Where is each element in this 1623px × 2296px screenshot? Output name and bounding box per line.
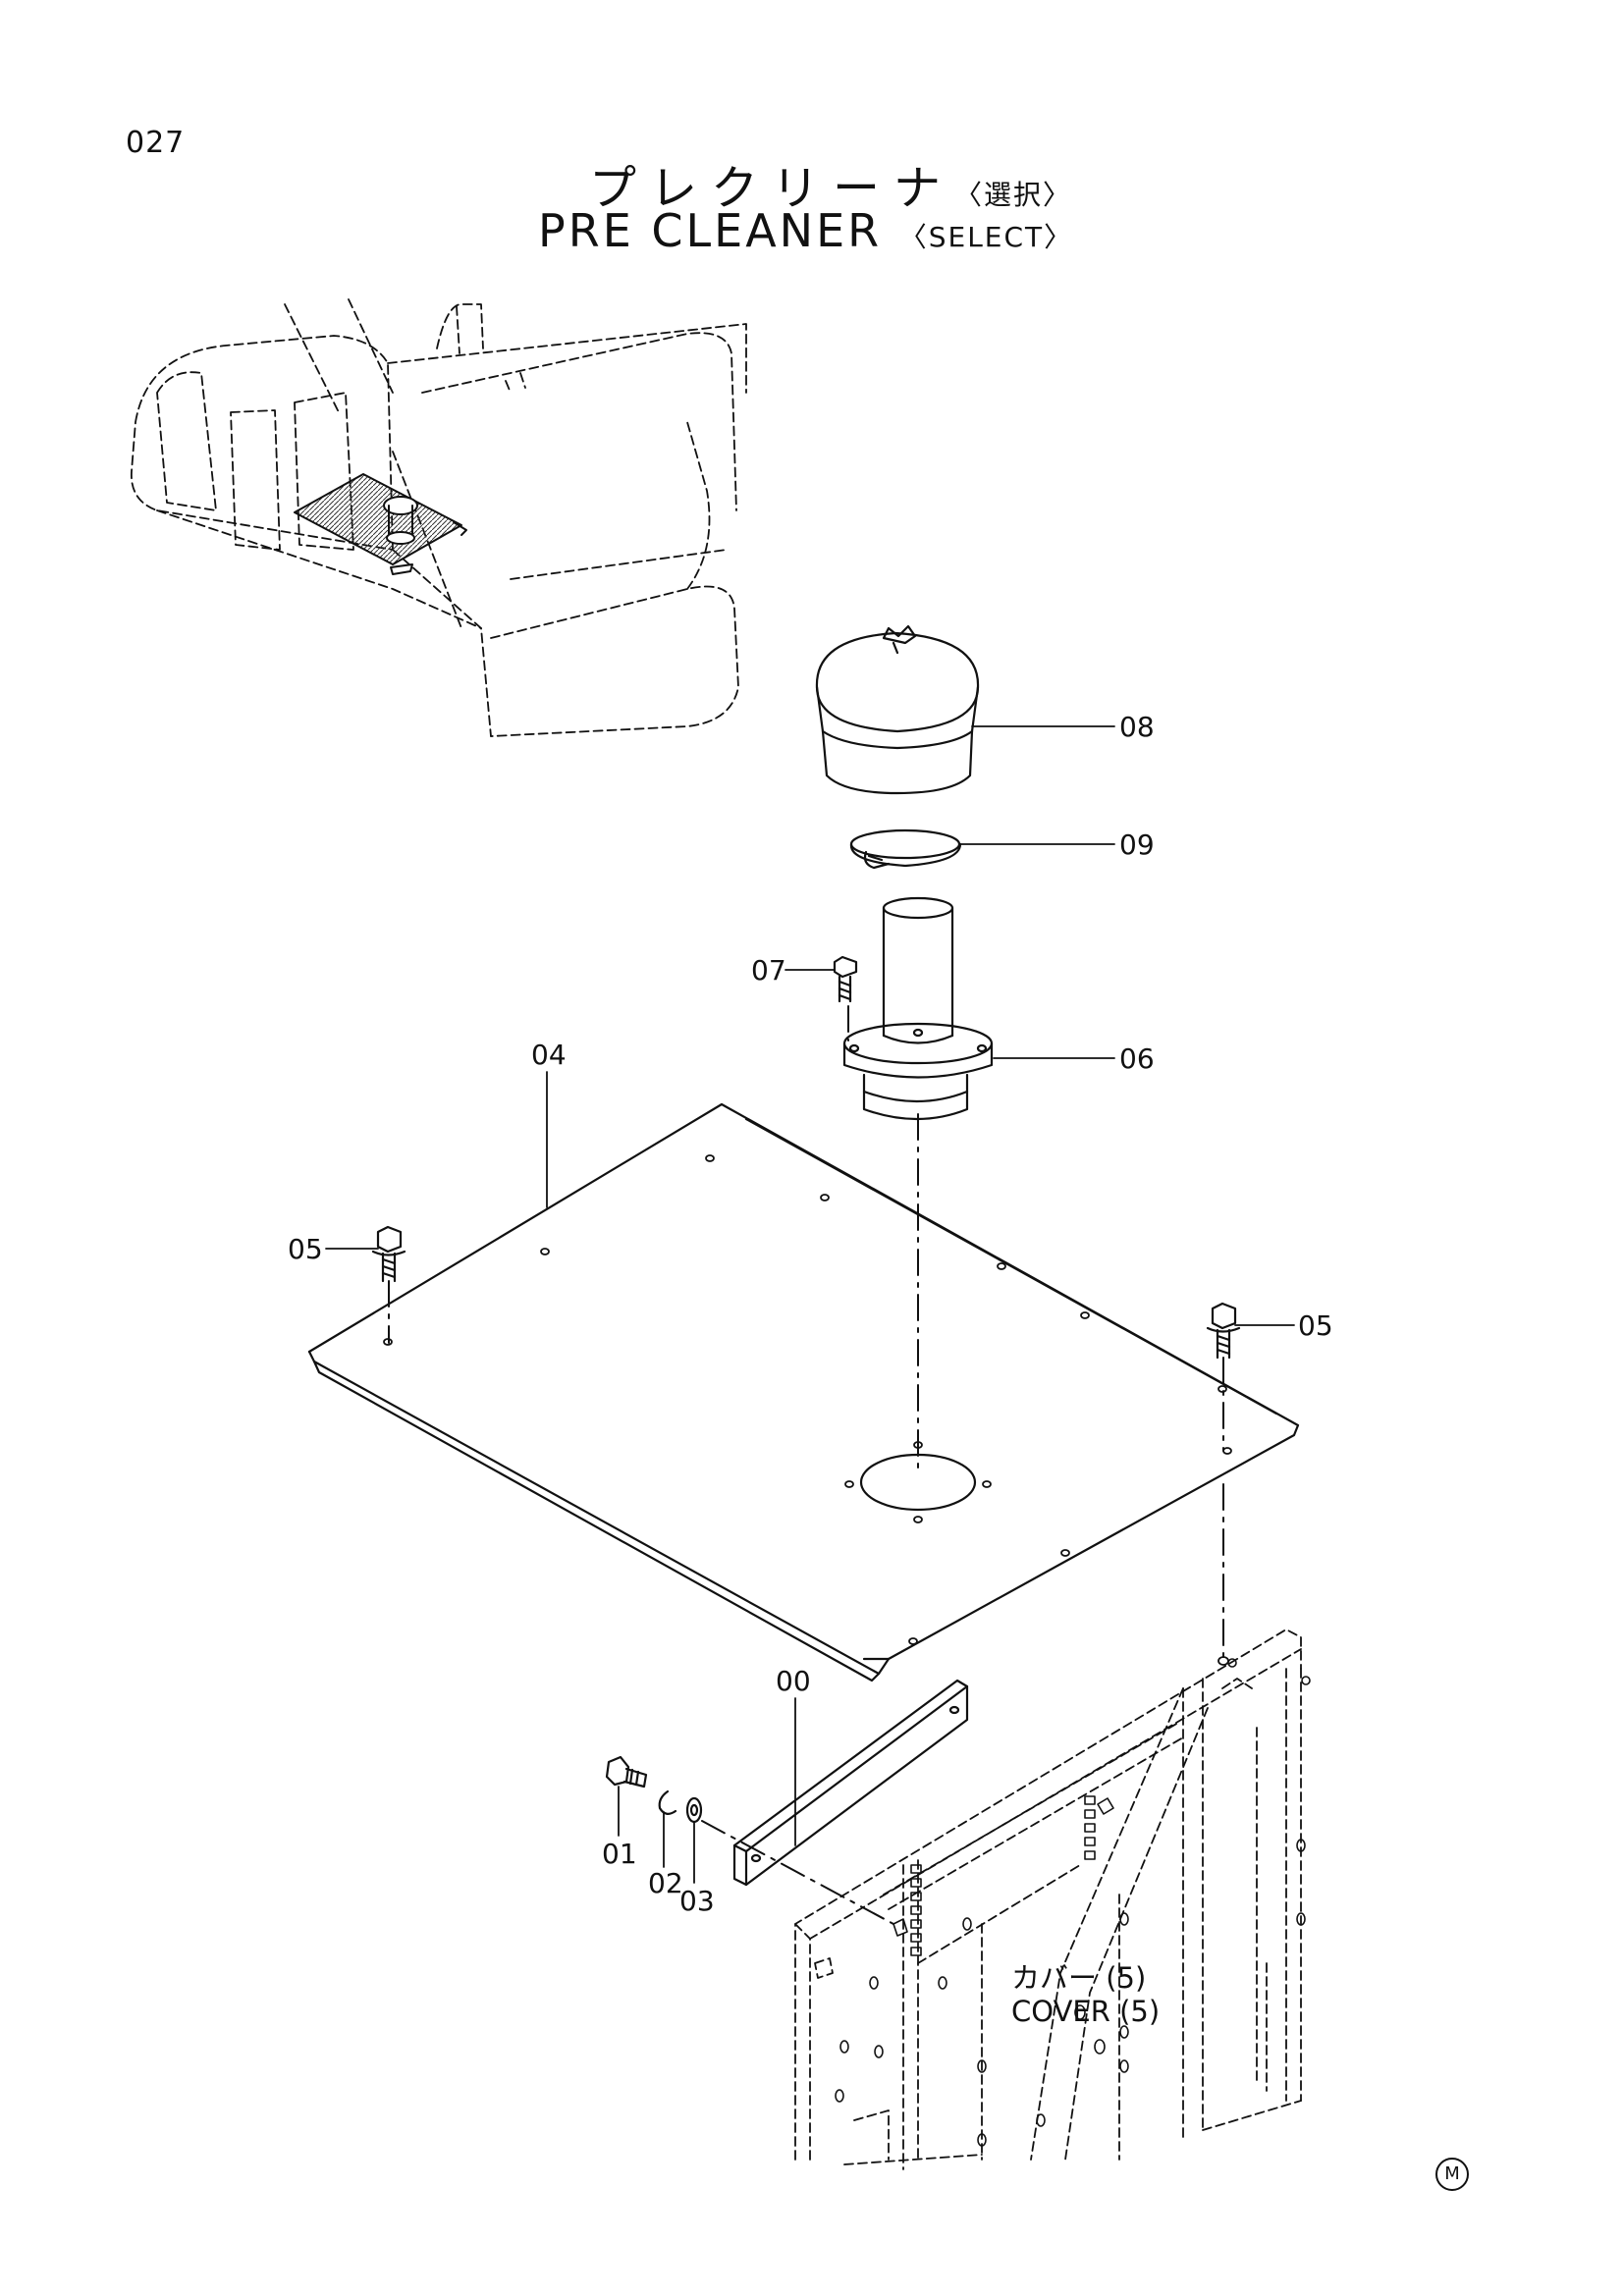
- callout-09: 09: [1119, 828, 1155, 861]
- part-05-bolt-left: [371, 1225, 406, 1283]
- page-title-jp: プレクリーナ〈選択〉: [589, 149, 1072, 218]
- callout-00: 00: [776, 1665, 811, 1697]
- corner-mark-icon: M: [1435, 2158, 1469, 2191]
- title-en-main: PRE CLEANER: [538, 204, 883, 257]
- cover-label: カバー (5) COVER (5): [1011, 1961, 1160, 2028]
- cover-frame: [794, 1629, 1302, 2170]
- part-00-plate: [732, 1679, 969, 1887]
- cover-frame-slots: [893, 1795, 1114, 1956]
- part-09-clamp: [849, 828, 962, 870]
- callout-08: 08: [1119, 711, 1155, 743]
- title-jp-main: プレクリーナ: [589, 161, 955, 216]
- cover-label-en: COVER (5): [1011, 1995, 1161, 2028]
- part-07-bolt: [833, 955, 858, 1003]
- callout-06: 06: [1119, 1042, 1155, 1075]
- leader-lines: [325, 725, 1295, 1884]
- callout-03: 03: [679, 1885, 715, 1917]
- callout-02: 02: [648, 1867, 683, 1899]
- callout-07: 07: [751, 954, 786, 987]
- excavator-overview: [131, 298, 747, 737]
- overview-highlight: [294, 473, 467, 575]
- title-en-note: 〈SELECT〉: [898, 221, 1074, 253]
- frame-top-hole: [1217, 1656, 1229, 1666]
- part-08-cap: [815, 624, 980, 795]
- callout-01: 01: [602, 1838, 637, 1870]
- part-04-plate: [307, 1102, 1300, 1682]
- page-title-en: PRE CLEANER 〈SELECT〉: [538, 204, 1073, 257]
- callout-04: 04: [531, 1039, 567, 1071]
- part-02-spring-washer: [658, 1789, 677, 1815]
- part-01-bolt: [605, 1755, 648, 1789]
- callout-05-right: 05: [1298, 1309, 1333, 1342]
- part-06-pipe: [842, 896, 994, 1121]
- page-number: 027: [126, 126, 186, 160]
- title-jp-note: 〈選択〉: [954, 179, 1073, 211]
- part-03-washer: [685, 1796, 703, 1824]
- callout-05-left: 05: [288, 1233, 323, 1265]
- cover-label-jp: カバー (5): [1011, 1961, 1147, 1995]
- alignment-lines: [388, 1005, 1224, 1925]
- part-05-bolt-right: [1206, 1302, 1241, 1360]
